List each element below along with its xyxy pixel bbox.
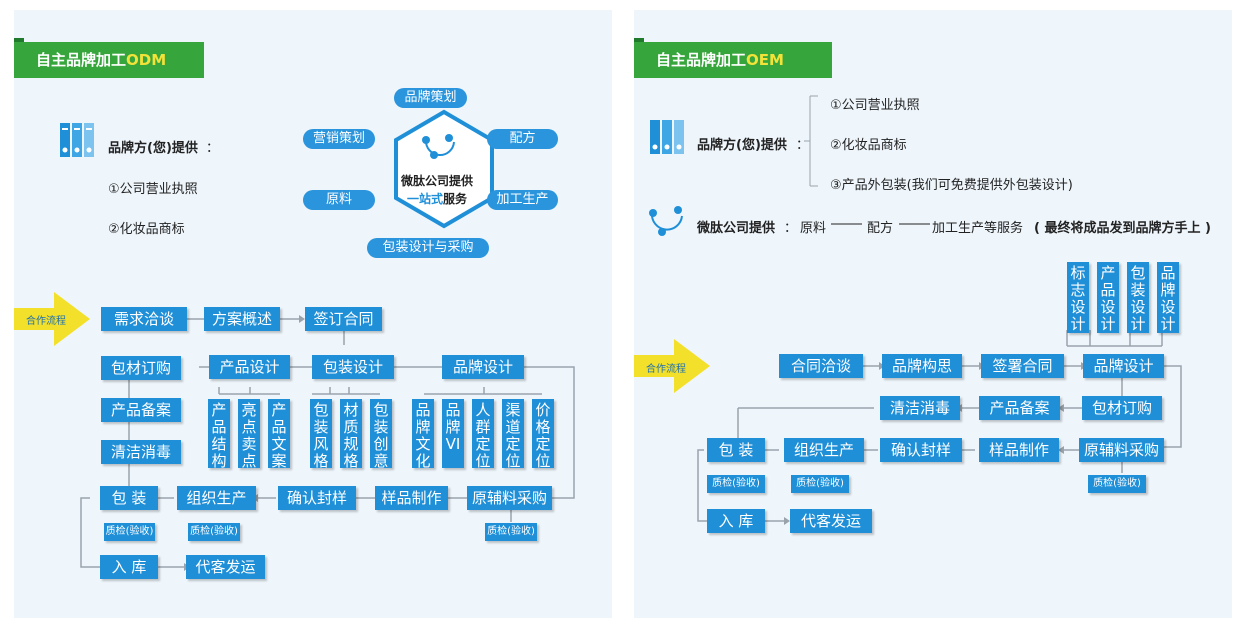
flow-detail: 产品结构	[208, 399, 230, 470]
flow-detail: 材质规格	[340, 399, 362, 470]
odm-connectors	[14, 109, 575, 571]
binder-icon	[60, 123, 94, 157]
flow-step: 确认封样	[278, 486, 356, 510]
flow-step: 清洁消毒	[880, 396, 960, 420]
provider-colon: ：	[796, 138, 810, 153]
provide-item: ②化妆品商标	[830, 138, 907, 153]
ring-pill-production: 加工生产	[487, 190, 558, 210]
provider-label: 品牌方(您)提供	[108, 141, 198, 156]
flow-step: 入 库	[707, 509, 765, 533]
flow-design: 品牌设计	[442, 355, 524, 379]
oem-title-badge: 自主品牌加工OEM	[634, 42, 832, 78]
flow-step: 包材订购	[1082, 396, 1162, 420]
center-title: 微肽公司提供	[401, 174, 474, 188]
flow-step: 清洁消毒	[101, 440, 181, 464]
wt-item: 配方	[867, 221, 894, 236]
flow-detail: 产品设计	[1097, 262, 1119, 333]
center-accent: 一站式	[407, 192, 444, 206]
qc-badge: 质检(验收)	[485, 523, 537, 541]
flow-step: 品牌设计	[1083, 354, 1164, 378]
ring-pill-marketing: 营销策划	[303, 129, 375, 149]
title-text: 自主品牌加工	[656, 51, 747, 69]
flow-step: 样品制作	[979, 438, 1059, 462]
provider-colon: ：	[206, 141, 220, 156]
flow-label: 合作流程	[646, 364, 686, 375]
flow-detail: 品牌VI	[442, 399, 464, 468]
flow-step: 需求洽谈	[101, 307, 187, 331]
flow-step: 组织生产	[784, 438, 864, 462]
flow-detail: 品牌文化	[412, 399, 434, 470]
provide-item: ③产品外包装(我们可免费提供外包装设计)	[830, 178, 1073, 193]
flow-detail: 品牌设计	[1157, 262, 1179, 333]
binder-icon	[650, 120, 684, 154]
wt-note: ( 最终将成品发到品牌方手上 )	[1034, 221, 1211, 236]
flow-step: 产品备案	[979, 396, 1060, 420]
flow-step: 代客发运	[790, 509, 872, 533]
title-text: 自主品牌加工	[36, 51, 127, 69]
flow-detail: 包装设计	[1127, 262, 1149, 333]
flow-step: 包材订购	[101, 356, 181, 380]
flow-design: 产品设计	[209, 355, 290, 379]
title-accent: OEM	[746, 51, 784, 69]
ring-pill-packaging: 包装设计与采购	[367, 238, 489, 258]
provide-item: ①公司营业执照	[830, 98, 920, 113]
qc-badge: 质检(验收)	[188, 523, 240, 541]
flow-step: 确认封样	[880, 438, 962, 462]
flow-detail: 包装创意	[370, 399, 392, 470]
flow-step: 原辅料采购	[1079, 438, 1164, 462]
flow-detail: 标志设计	[1067, 262, 1089, 333]
flow-detail: 亮点卖点	[238, 399, 260, 470]
flow-step: 包 装	[707, 438, 765, 462]
flow-step: 方案概述	[204, 307, 280, 331]
oem-panel: 自主品牌加工OEM	[634, 10, 1232, 618]
badge-tab	[14, 38, 24, 42]
wt-colon: ：	[784, 221, 798, 236]
ring-pill-material: 原料	[303, 190, 375, 210]
flow-step: 签订合同	[305, 307, 382, 331]
flow-detail: 渠道定位	[502, 399, 524, 470]
flow-step: 包 装	[100, 486, 158, 510]
wt-item: 加工生产等服务	[932, 221, 1024, 236]
flow-detail: 人群定位	[472, 399, 494, 470]
flow-design: 包装设计	[312, 355, 394, 379]
flow-step: 入 库	[100, 555, 158, 579]
wt-label: 微肽公司提供	[697, 221, 776, 236]
flow-step: 样品制作	[375, 486, 448, 510]
flow-step: 代客发运	[186, 555, 265, 579]
flow-detail: 价格定位	[532, 399, 554, 470]
qc-badge: 质检(验收)	[1088, 475, 1146, 493]
cycle-icon	[422, 134, 455, 159]
flow-step: 原辅料采购	[467, 486, 552, 510]
center-rest: 服务	[443, 192, 468, 206]
flow-label: 合作流程	[26, 316, 66, 327]
flow-step: 组织生产	[177, 486, 256, 510]
odm-panel: 自主品牌加工ODM	[14, 10, 612, 618]
title-accent: ODM	[126, 51, 167, 69]
provide-item: ②化妆品商标	[108, 222, 185, 237]
badge-tab	[634, 38, 644, 42]
wt-item: 原料	[800, 221, 827, 236]
cycle-icon	[649, 206, 683, 236]
qc-badge: 质检(验收)	[104, 523, 155, 541]
qc-badge: 质检(验收)	[791, 475, 849, 493]
flow-detail: 包装风格	[310, 399, 332, 470]
ring-pill-brand-planning: 品牌策划	[394, 88, 467, 108]
flow-step: 产品备案	[101, 398, 181, 422]
flow-detail: 产品文案	[268, 399, 290, 470]
odm-title-badge: 自主品牌加工ODM	[14, 42, 204, 78]
qc-badge: 质检(验收)	[707, 475, 765, 493]
flow-step: 签署合同	[981, 354, 1064, 378]
flow-step: 合同洽谈	[779, 354, 863, 378]
provide-item: ①公司营业执照	[108, 182, 198, 197]
provider-label: 品牌方(您)提供	[697, 138, 787, 153]
ring-pill-formula: 配方	[487, 129, 558, 149]
flow-step: 品牌构思	[882, 354, 962, 378]
